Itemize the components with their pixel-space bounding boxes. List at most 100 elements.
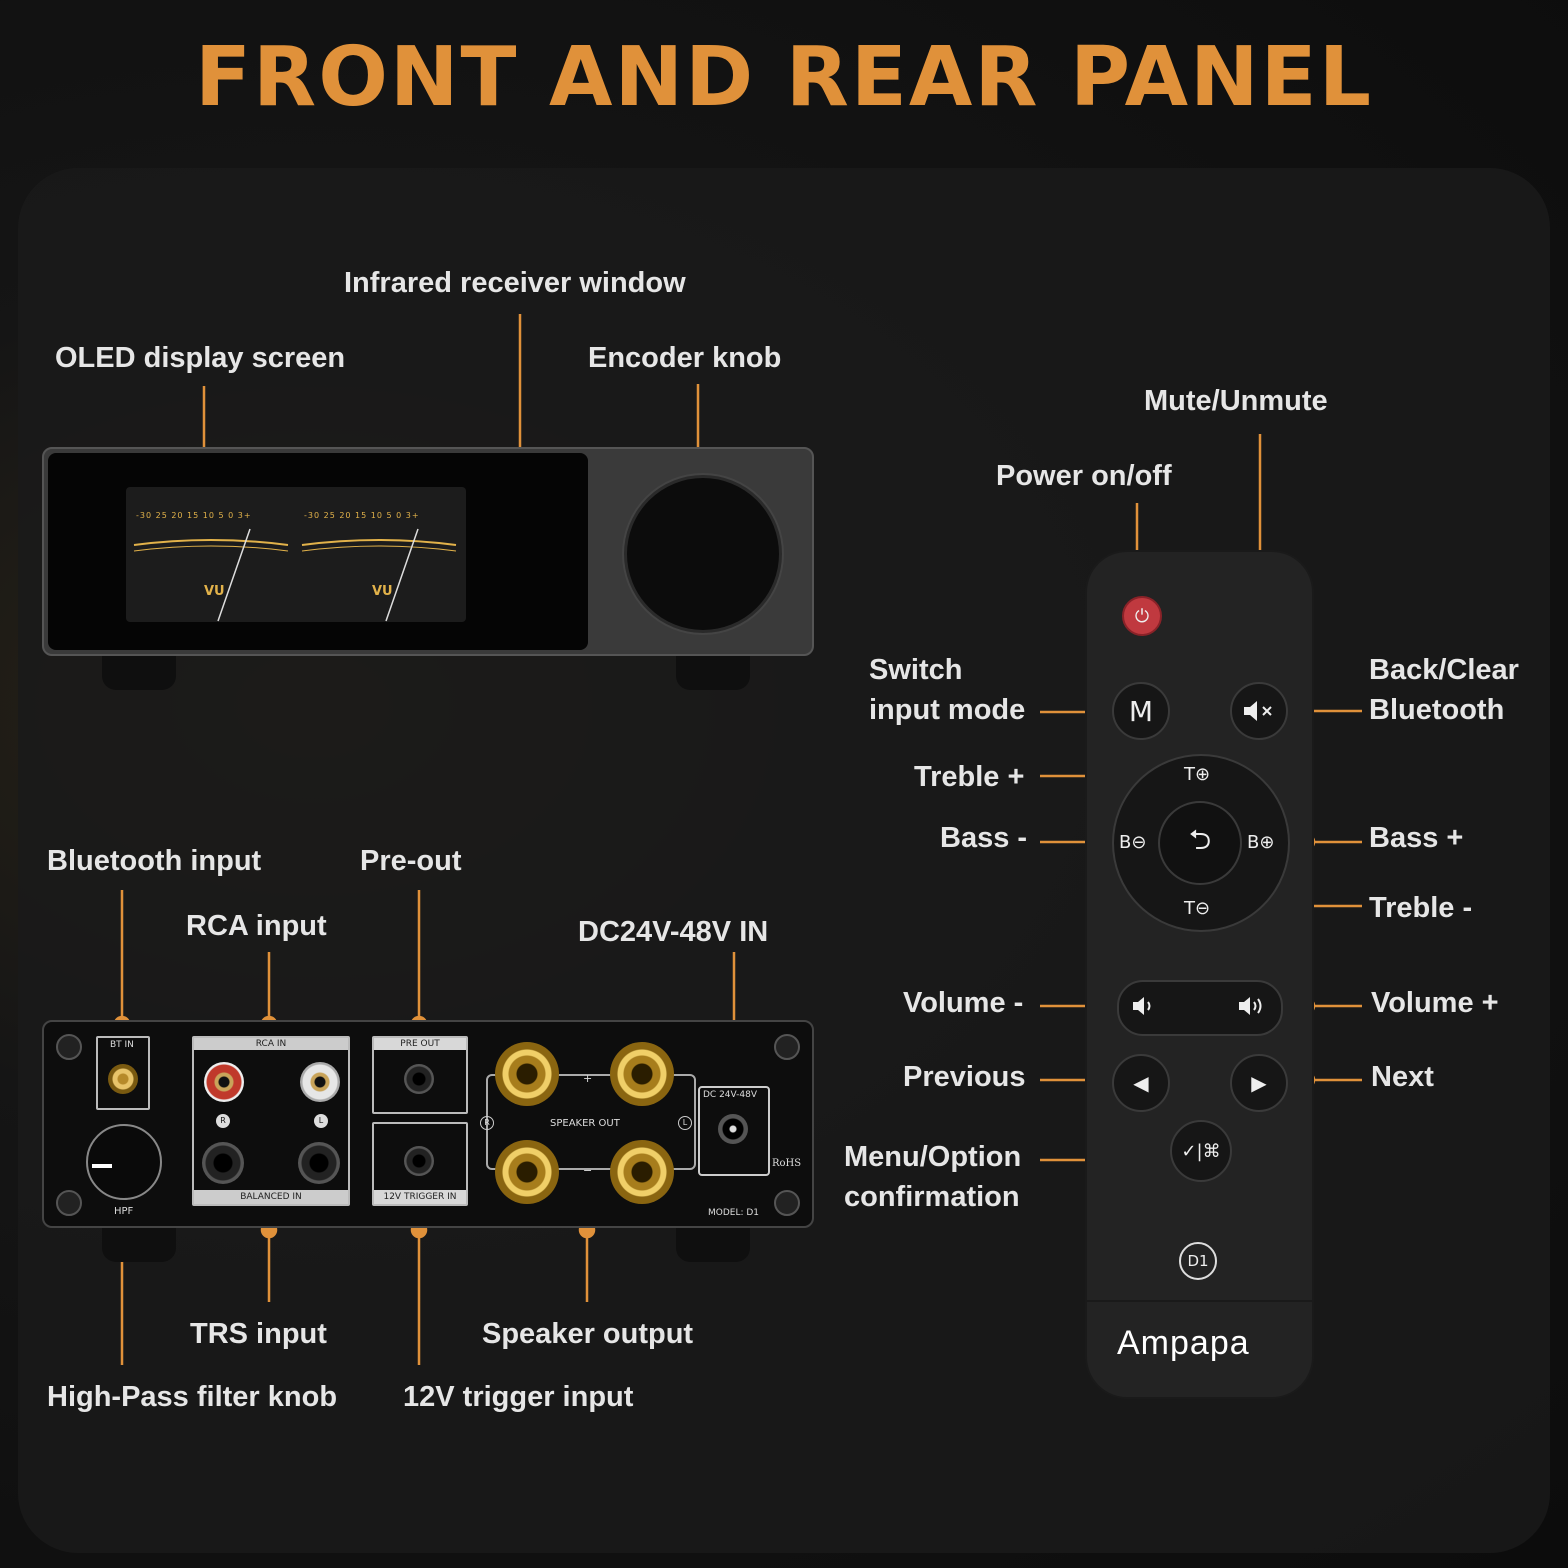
- dc-box: DC 24V-48V: [698, 1086, 770, 1176]
- treble-up-button[interactable]: T⊕: [1184, 764, 1211, 785]
- trigger-jack[interactable]: [404, 1146, 434, 1176]
- bass-plus-label: Bass +: [1369, 822, 1464, 854]
- encoder-knob[interactable]: [624, 475, 782, 633]
- oled-label: OLED display screen: [55, 342, 346, 374]
- speaker-terminal-l-minus[interactable]: [610, 1140, 674, 1204]
- speaker-r-marker: R: [480, 1116, 494, 1130]
- volume-up-button[interactable]: [1231, 984, 1275, 1028]
- vu-meter-right: -30 25 20 15 10 5 0 3+ VU: [294, 487, 464, 622]
- next-button[interactable]: ▶: [1230, 1054, 1288, 1112]
- mute-icon: [1244, 701, 1272, 721]
- back-arrow-icon: ⮌: [1188, 823, 1212, 856]
- brand-logo: Ampapa: [1117, 1324, 1250, 1362]
- volume-minus-label: Volume -: [903, 987, 1024, 1019]
- volume-down-icon: [1133, 997, 1151, 1015]
- speaker-terminal-r-minus[interactable]: [495, 1140, 559, 1204]
- power-button[interactable]: ⏻: [1122, 596, 1162, 636]
- previous-label: Previous: [903, 1061, 1026, 1093]
- check-menu-icon: ✓|⌘: [1181, 1140, 1221, 1162]
- speaker-out-text: SPEAKER OUT: [550, 1118, 620, 1129]
- front-panel: -30 25 20 15 10 5 0 3+ VU -30 25 20 15 1…: [42, 447, 814, 656]
- remote-divider: [1087, 1300, 1312, 1302]
- dc-power-jack[interactable]: [718, 1114, 748, 1144]
- rca-l-marker: L: [314, 1114, 328, 1128]
- previous-button[interactable]: ◀: [1112, 1054, 1170, 1112]
- vu-unit-left: VU: [204, 584, 225, 599]
- speaker-terminal-r-plus[interactable]: [495, 1042, 559, 1106]
- rear-foot-right: [676, 1226, 750, 1262]
- hpf-knob[interactable]: [86, 1124, 162, 1200]
- bt-antenna-jack[interactable]: [108, 1064, 138, 1094]
- rohs-text: RoHS: [772, 1158, 802, 1169]
- speaker-l-marker: L: [678, 1116, 692, 1130]
- rca-r-marker: R: [216, 1114, 230, 1128]
- mute-label: Mute/Unmute: [1144, 385, 1328, 417]
- rca-input-label: RCA input: [186, 910, 327, 942]
- bt-in-text: BT IN: [110, 1040, 134, 1050]
- hpf-knob-label: High-Pass filter knob: [47, 1381, 338, 1413]
- infrared-label: Infrared receiver window: [344, 267, 686, 299]
- treble-down-button[interactable]: T⊖: [1184, 898, 1211, 919]
- trs-input-label: TRS input: [190, 1318, 327, 1350]
- bass-down-button[interactable]: B⊖: [1119, 832, 1147, 853]
- power-icon: ⏻: [1134, 605, 1150, 627]
- screw: [56, 1034, 82, 1060]
- power-label: Power on/off: [996, 460, 1172, 492]
- mode-button[interactable]: M: [1112, 682, 1170, 740]
- pre-out-label: Pre-out: [360, 845, 462, 877]
- pre-out-jack[interactable]: [404, 1064, 434, 1094]
- model-text: MODEL: D1: [708, 1208, 760, 1218]
- rca-jack-right[interactable]: [204, 1062, 244, 1102]
- trigger-input-label: 12V trigger input: [403, 1381, 634, 1413]
- vu-scale-left: -30 25 20 15 10 5 0 3+: [136, 511, 252, 520]
- trs-jack-right[interactable]: [202, 1142, 244, 1184]
- vu-meter-left: -30 25 20 15 10 5 0 3+ VU: [126, 487, 296, 622]
- volume-plus-label: Volume +: [1371, 987, 1499, 1019]
- dc-text: DC 24V-48V: [703, 1090, 758, 1100]
- menu-label-line1: Menu/Option: [844, 1141, 1022, 1173]
- rear-panel: BT IN HPF RCA IN R L BALANCED IN PRE OUT…: [42, 1020, 814, 1228]
- volume-down-button[interactable]: [1123, 984, 1167, 1028]
- bass-up-button[interactable]: B⊕: [1247, 832, 1275, 853]
- screw: [774, 1190, 800, 1216]
- trigger-in-text: 12V TRIGGER IN: [374, 1190, 466, 1204]
- oled-display: -30 25 20 15 10 5 0 3+ VU -30 25 20 15 1…: [126, 487, 466, 622]
- rca-balanced-box: RCA IN R L BALANCED IN: [192, 1036, 350, 1206]
- trs-jack-left[interactable]: [298, 1142, 340, 1184]
- switch-label-line1: Switch: [869, 654, 963, 686]
- treble-minus-label: Treble -: [1369, 892, 1473, 924]
- dc-input-label: DC24V-48V IN: [578, 916, 769, 948]
- menu-confirm-button[interactable]: ✓|⌘: [1170, 1120, 1232, 1182]
- vu-unit-right: VU: [372, 584, 393, 599]
- page-title: FRONT AND REAR PANEL: [195, 30, 1373, 125]
- next-label: Next: [1371, 1061, 1434, 1093]
- mute-button[interactable]: [1230, 682, 1288, 740]
- speaker-output-label: Speaker output: [482, 1318, 694, 1350]
- pre-out-box: PRE OUT: [372, 1036, 468, 1114]
- volume-up-icon: [1239, 997, 1262, 1015]
- front-foot-right: [676, 654, 750, 690]
- vu-needle-right: [301, 528, 457, 622]
- vu-needle-left: [133, 528, 289, 622]
- plus-marker: +: [583, 1072, 593, 1085]
- volume-rocker: [1117, 980, 1283, 1036]
- balanced-in-text: BALANCED IN: [194, 1190, 348, 1204]
- treble-plus-label: Treble +: [914, 761, 1025, 793]
- rca-jack-left[interactable]: [300, 1062, 340, 1102]
- rca-in-text: RCA IN: [194, 1038, 348, 1050]
- hpf-knob-pointer: [92, 1164, 112, 1168]
- back-button[interactable]: ⮌: [1158, 801, 1242, 885]
- bt-in-box: BT IN: [96, 1036, 150, 1110]
- previous-icon: ◀: [1133, 1071, 1149, 1095]
- hpf-text: HPF: [114, 1206, 134, 1217]
- menu-label-line2: confirmation: [844, 1181, 1020, 1213]
- speaker-terminal-l-plus[interactable]: [610, 1042, 674, 1106]
- front-foot-left: [102, 654, 176, 690]
- bass-minus-label: Bass -: [940, 822, 1028, 854]
- trigger-box: 12V TRIGGER IN: [372, 1122, 468, 1206]
- remote-control: ⏻ M T⊕ T⊖ B⊖ B⊕ ⮌ ◀ ▶ ✓|⌘ D1 Ampapa: [1087, 552, 1312, 1397]
- next-icon: ▶: [1251, 1071, 1267, 1095]
- switch-label-line2: input mode: [869, 694, 1026, 726]
- screw: [56, 1190, 82, 1216]
- back-label-line2: Bluetooth: [1369, 694, 1505, 726]
